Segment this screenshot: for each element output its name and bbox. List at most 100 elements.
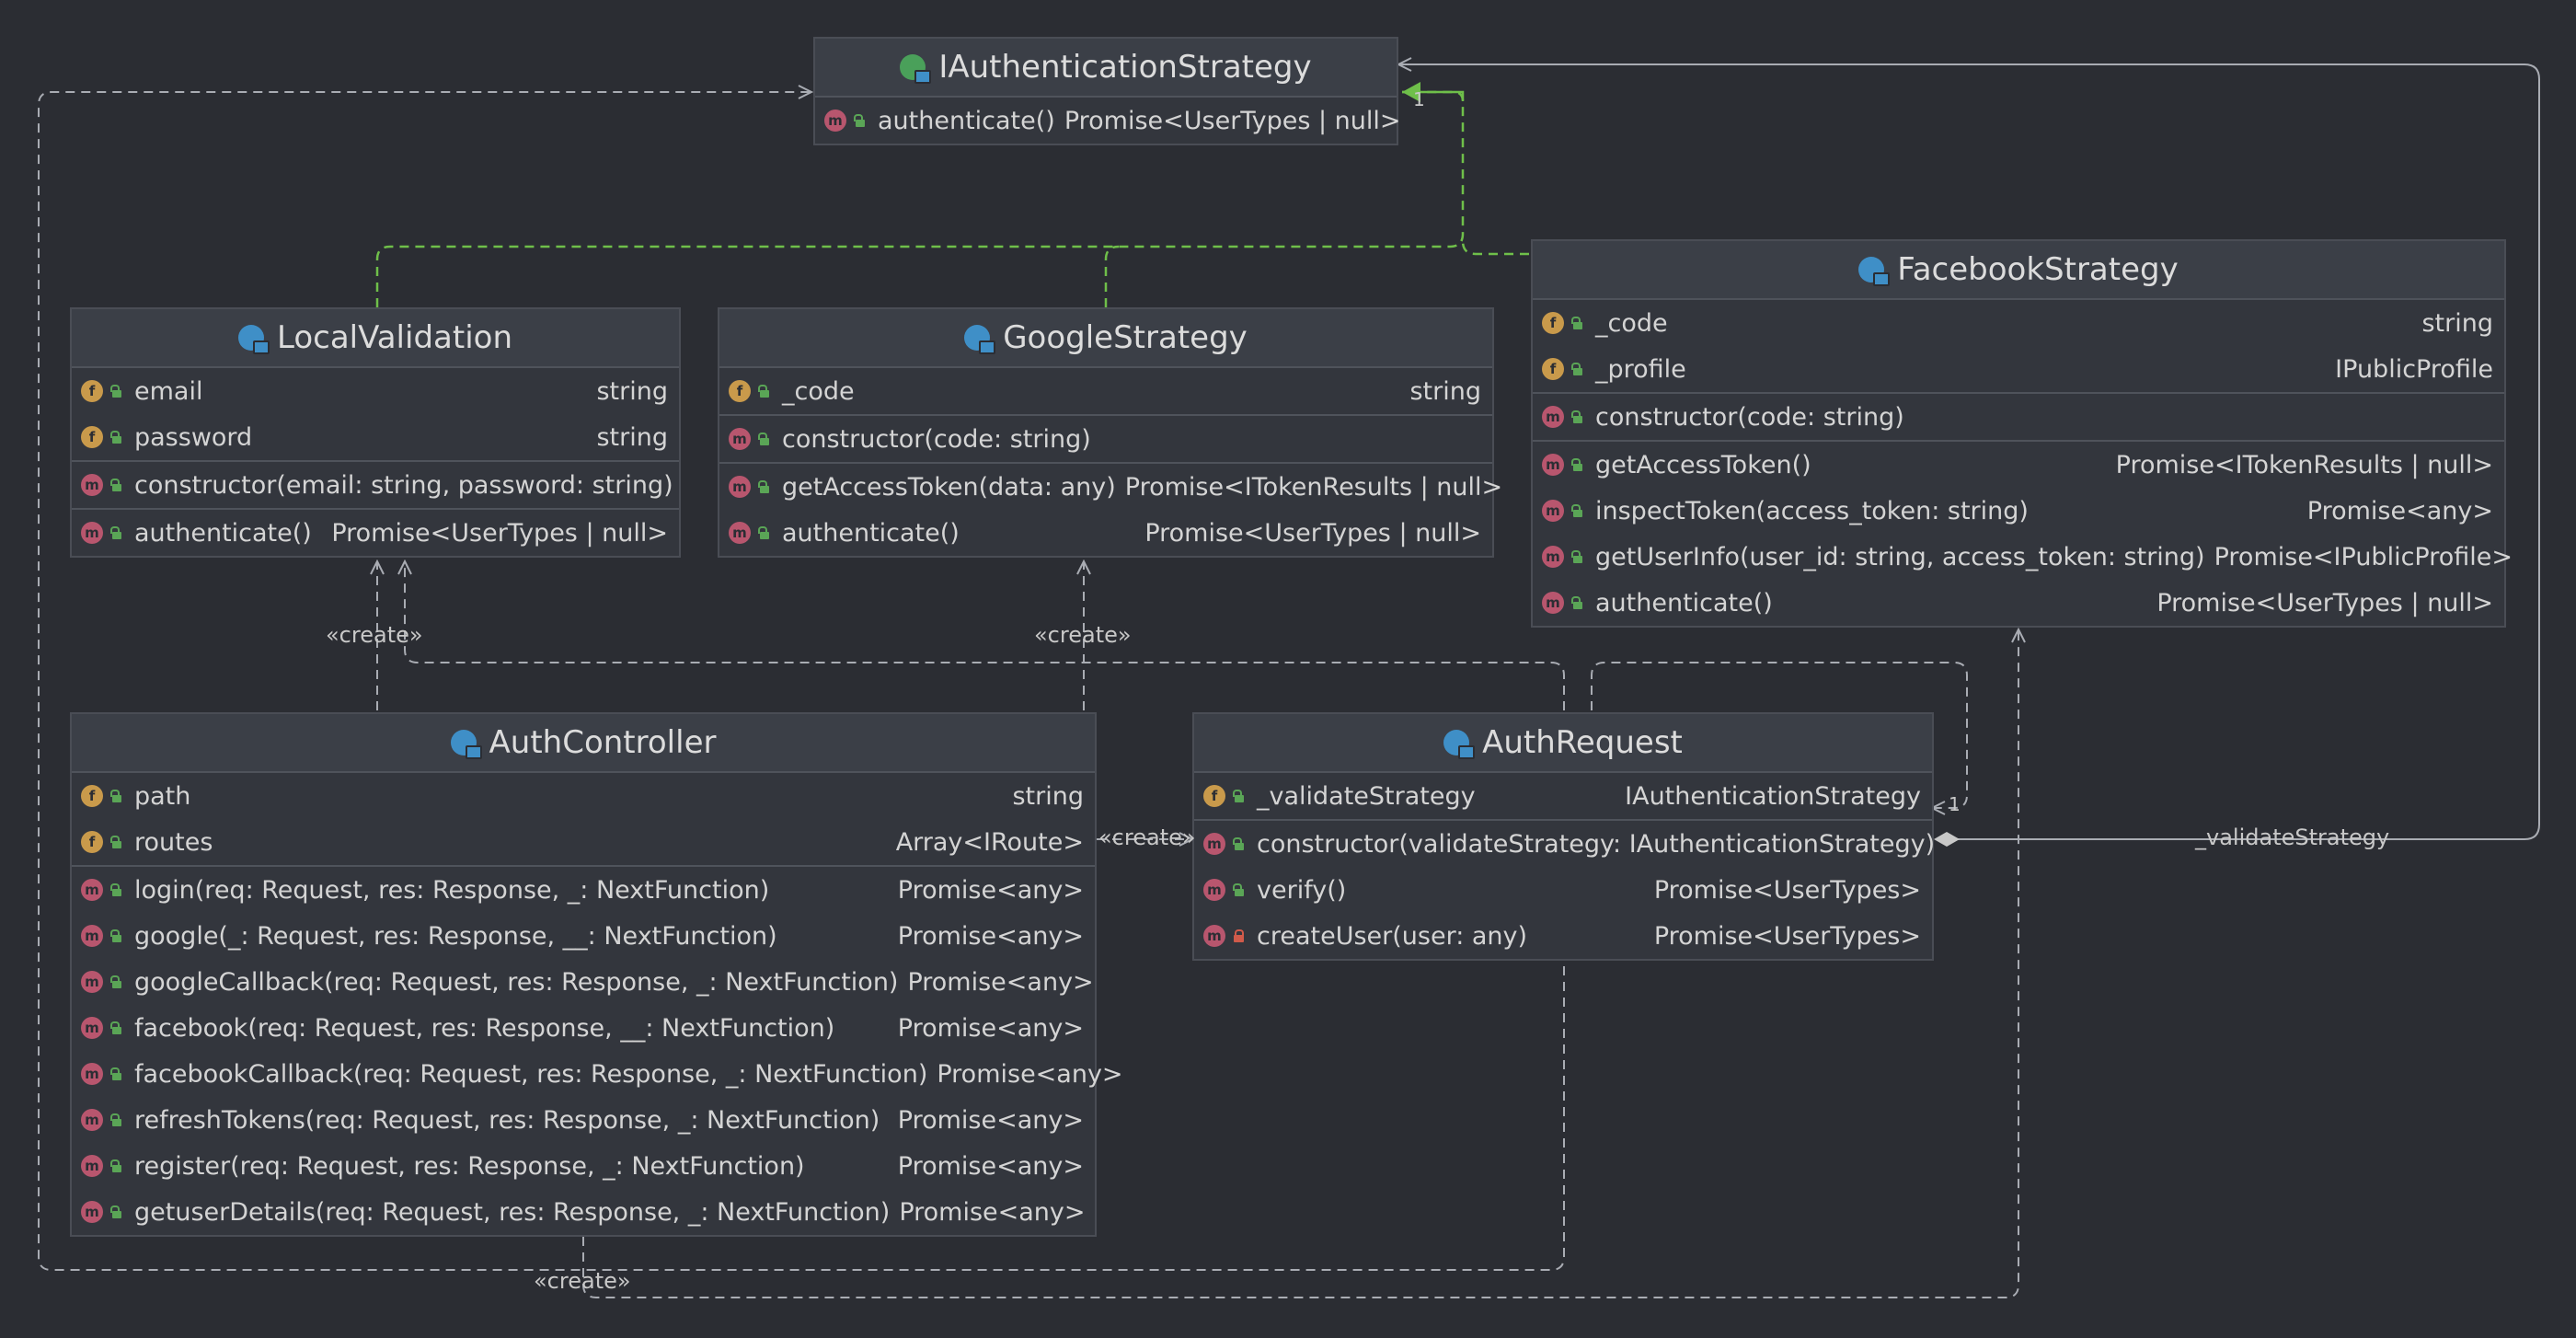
field-icon: f: [81, 785, 103, 807]
public-lock-icon: [110, 975, 121, 988]
member-name: _code: [782, 376, 855, 406]
method-icon: m: [81, 522, 103, 544]
member-type: Promise<ITokenResults | null>: [2115, 450, 2493, 479]
class-header: LocalValidation: [72, 309, 679, 368]
method-icon: m: [729, 476, 751, 498]
member-name: _validateStrategy: [1257, 781, 1476, 811]
member-name: _code: [1595, 308, 1668, 338]
method-icon: m: [81, 1063, 103, 1085]
member-name: getAccessToken(): [1595, 450, 1811, 479]
multiplicity-iauth: 1: [1413, 88, 1425, 110]
public-lock-icon: [110, 431, 121, 444]
method-icon: m: [81, 971, 103, 993]
member-name: refreshTokens(req: Request, res: Respons…: [134, 1105, 880, 1135]
member-name: getuserDetails(req: Request, res: Respon…: [134, 1197, 891, 1227]
method-row[interactable]: m getuserDetails(req: Request, res: Respo…: [72, 1189, 1095, 1235]
create-label-bottom: «create»: [534, 1268, 631, 1294]
realization-arrowhead: [1402, 82, 1465, 102]
public-lock-icon: [110, 479, 121, 491]
method-icon: m: [1542, 406, 1564, 428]
field-icon: f: [81, 426, 103, 448]
public-lock-icon: [758, 385, 769, 398]
dependency-edges: [38, 92, 2018, 1298]
member-name: constructor(email: string, password: str…: [134, 470, 673, 500]
class-icon: [450, 730, 482, 759]
method-icon: m: [1203, 879, 1225, 901]
member-type: Promise<any>: [2306, 496, 2493, 525]
member-type: Promise<any>: [897, 875, 1084, 905]
member-type: Promise<UserTypes | null>: [2156, 588, 2493, 617]
member-name: getUserInfo(user_id: string, access_toke…: [1595, 542, 2205, 571]
field-row[interactable]: f _profile IPublicProfile: [1533, 346, 2504, 392]
member-type: Promise<any>: [907, 967, 1094, 997]
realization-edges: [375, 90, 1529, 307]
member-type: string: [596, 376, 668, 406]
member-type: string: [1409, 376, 1481, 406]
class-header: IAuthenticationStrategy: [815, 39, 1397, 98]
field-icon: f: [1203, 785, 1225, 807]
class-header: FacebookStrategy: [1533, 241, 2504, 300]
member-type: Promise<any>: [899, 1197, 1086, 1227]
validate-strategy-label: _validateStrategy: [2195, 825, 2390, 850]
member-name: _profile: [1595, 354, 1686, 384]
member-type: Promise<UserTypes | null>: [1144, 518, 1481, 548]
class-name: IAuthenticationStrategy: [938, 49, 1312, 86]
multiplicity-request: 1: [1949, 793, 1961, 815]
edge-google-to-iauth: [1104, 245, 1120, 307]
member-type: Promise<IPublicProfile>: [2214, 542, 2513, 571]
member-type: Promise<ITokenResults | null>: [1124, 472, 1503, 502]
edge-request-to-iauth-loop: [38, 92, 1565, 1271]
create-label-google: «create»: [1034, 622, 1132, 648]
class-section: m constructor(validateStrategy: IAuthenti…: [1194, 819, 1936, 959]
field-icon: f: [1542, 358, 1564, 380]
class-name: AuthRequest: [1482, 724, 1683, 761]
member-type: IPublicProfile: [2335, 354, 2493, 384]
create-label-local: «create»: [326, 622, 423, 648]
public-lock-icon: [1571, 458, 1582, 471]
member-name: constructor(validateStrategy: IAuthentic…: [1257, 829, 1936, 859]
member-name: google(_: Request, res: Response, __: Ne…: [134, 921, 777, 951]
method-icon: m: [729, 522, 751, 544]
public-lock-icon: [1571, 317, 1582, 329]
method-icon: m: [81, 1201, 103, 1223]
